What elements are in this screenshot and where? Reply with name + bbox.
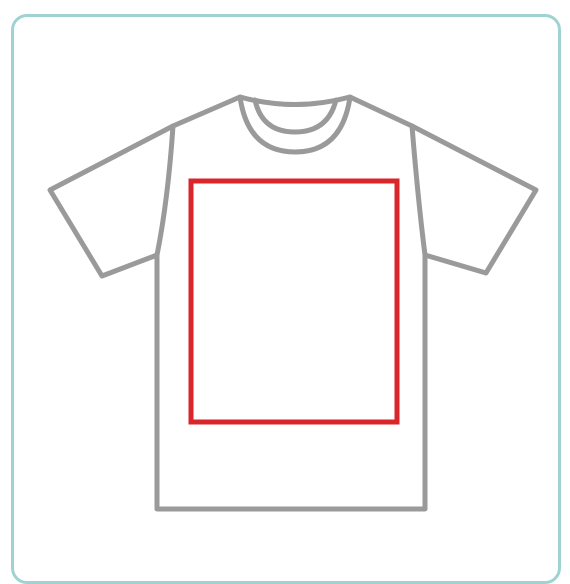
tshirt-outline-icon [50, 97, 536, 509]
print-area-icon [191, 181, 397, 422]
right-sleeve-seam [412, 126, 425, 255]
left-sleeve-seam [157, 126, 173, 255]
